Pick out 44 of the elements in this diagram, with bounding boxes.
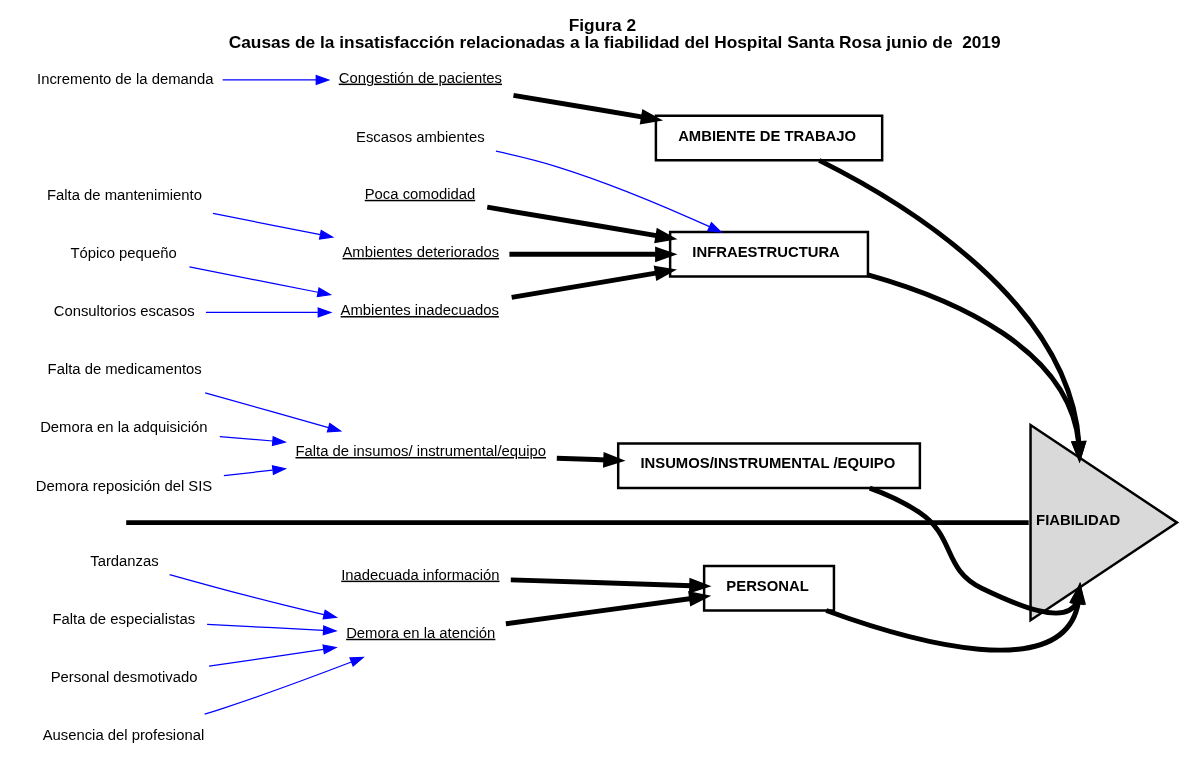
arrow	[556, 452, 626, 468]
node-text: Consultorios escasos	[53, 303, 195, 320]
node-text: Falta de insumos/ instrumental/equipo	[295, 442, 547, 459]
arrow	[188, 266, 333, 298]
arrow	[223, 464, 288, 477]
node-box: INFRAESTRUCTURA	[668, 230, 870, 278]
arrow	[222, 74, 331, 86]
arrow	[486, 204, 678, 244]
arrow	[505, 591, 712, 627]
node-text: Ambientes deteriorados	[342, 243, 500, 260]
arrow	[513, 92, 664, 125]
node-text: Poca comodidad	[364, 185, 476, 202]
node-text: Falta de medicamentos	[47, 361, 202, 378]
node-text: Ambientes inadecuados	[340, 302, 499, 319]
node-text: Personal desmotivado	[50, 669, 198, 686]
node-text: Incremento de la demanda	[37, 70, 214, 87]
node-text: Demora en la adquisición	[40, 419, 208, 436]
node-text: Inadecuada información	[341, 566, 500, 583]
arrow	[205, 307, 333, 318]
arrow	[204, 656, 365, 715]
arrow	[206, 623, 338, 636]
arrow	[219, 435, 288, 447]
arrow	[509, 246, 678, 263]
arrow	[510, 577, 712, 594]
node-text: Ausencia del profesional	[42, 727, 205, 744]
node-text: Falta de especialistas	[52, 611, 196, 628]
node-text: Tardanzas	[90, 553, 159, 570]
arrow	[204, 392, 343, 433]
node-text: Demora en la atención	[346, 624, 496, 641]
node-text: Escasos ambientes	[356, 128, 485, 145]
node-text: Falta de mantenimiento	[46, 187, 202, 204]
arrow	[169, 573, 339, 620]
arrow	[212, 212, 335, 240]
arrow	[495, 150, 723, 233]
node-text: Tópico pequeño	[70, 245, 177, 262]
arrow	[511, 265, 677, 300]
connector	[126, 520, 1029, 526]
arrow	[208, 644, 338, 667]
node-box: PERSONAL	[702, 564, 836, 612]
node-text: Demora reposición del SIS	[35, 477, 213, 494]
node-box: AMBIENTE DE TRABAJO	[654, 114, 884, 162]
node-text: Congestión de pacientes	[338, 69, 502, 86]
diagram-title: Figura 2	[568, 14, 637, 35]
node-box: INSUMOS/INSTRUMENTAL /EQUIPO	[616, 442, 922, 490]
